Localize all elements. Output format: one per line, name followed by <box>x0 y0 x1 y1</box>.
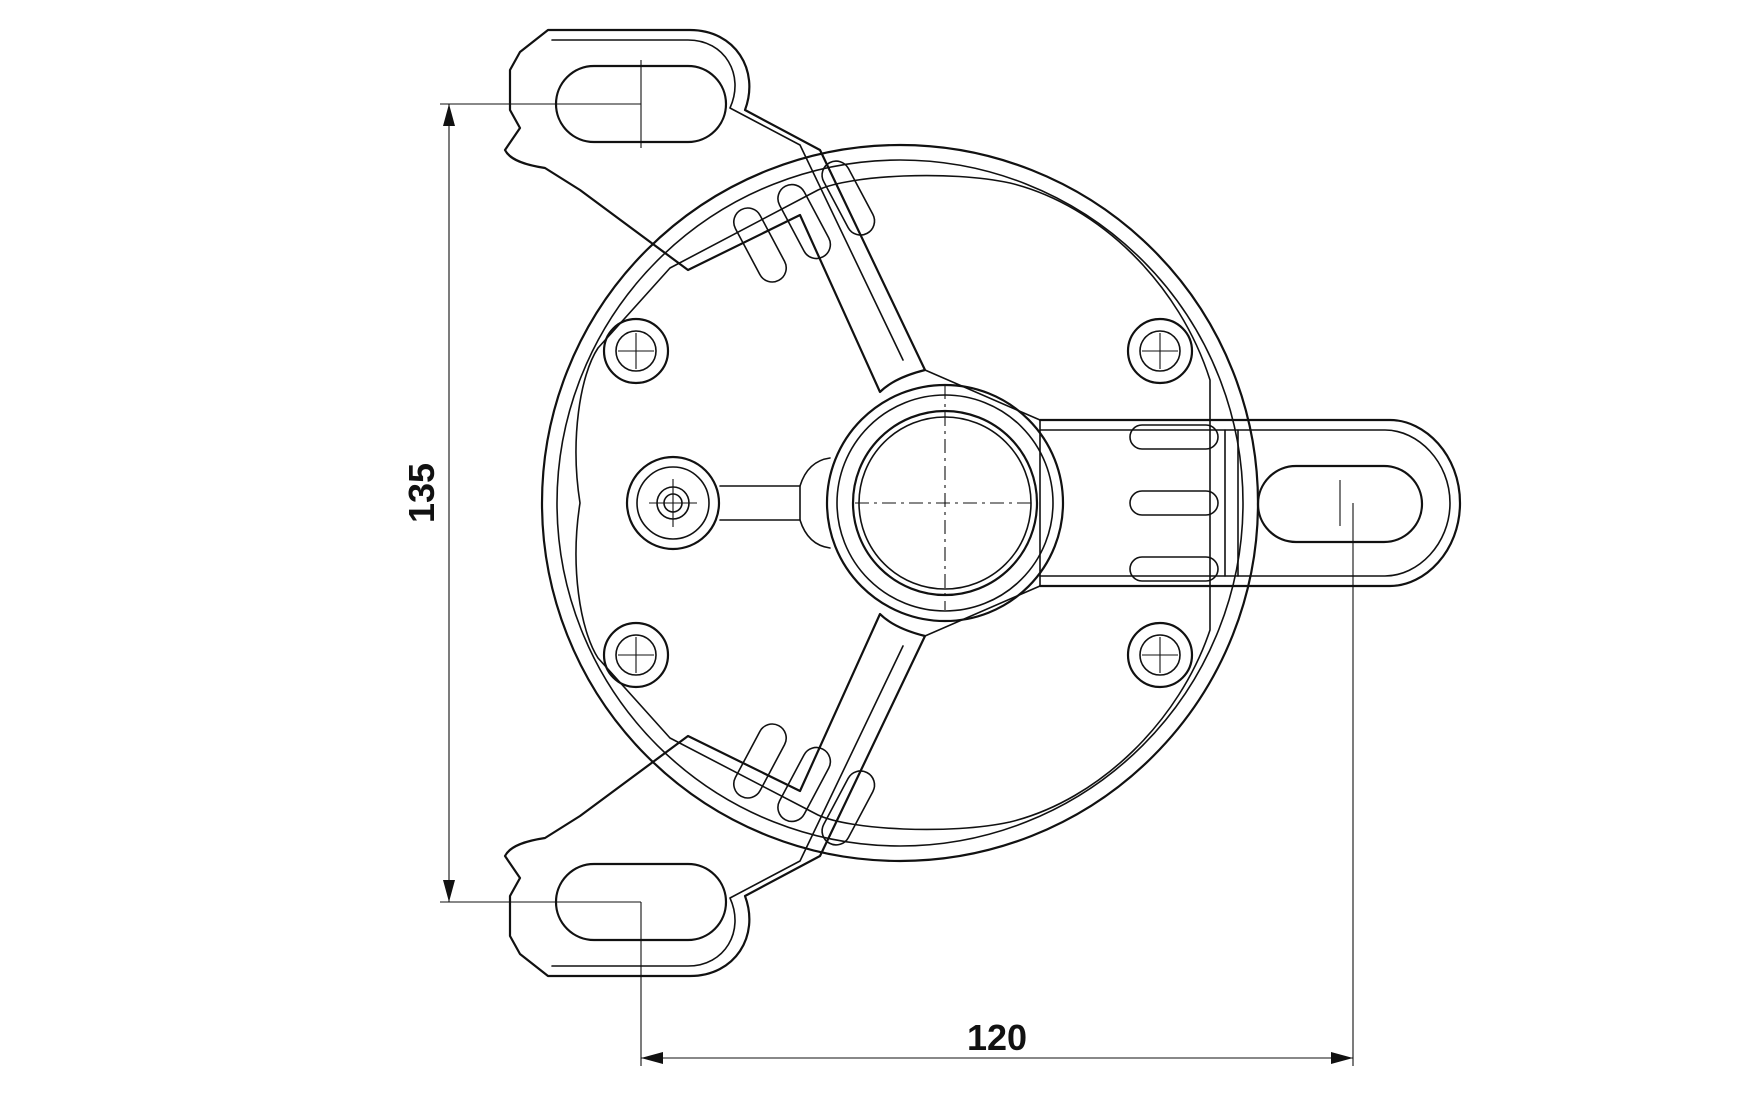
dimension-horizontal-label: 120 <box>967 1017 1027 1058</box>
dimension-vertical-label: 135 <box>401 463 442 523</box>
right-arm <box>1038 418 1462 588</box>
screw-hole-bottom-right <box>1126 621 1194 689</box>
inner-frame <box>575 174 1211 831</box>
slot-centerlines <box>640 60 1341 526</box>
upper-left-arm <box>503 28 927 394</box>
right-slot <box>1256 464 1424 544</box>
lower-left-arm <box>503 612 927 978</box>
central-hub <box>825 369 1065 637</box>
left-boss <box>625 455 831 551</box>
dimension-horizontal: 120 <box>640 503 1354 1066</box>
dimension-vertical: 135 <box>401 103 641 903</box>
screw-hole-top-left <box>602 317 670 385</box>
screw-hole-bottom-left <box>602 621 670 689</box>
screw-hole-top-right <box>1126 317 1194 385</box>
ribs <box>732 160 1219 846</box>
screw-holes <box>602 317 1194 689</box>
